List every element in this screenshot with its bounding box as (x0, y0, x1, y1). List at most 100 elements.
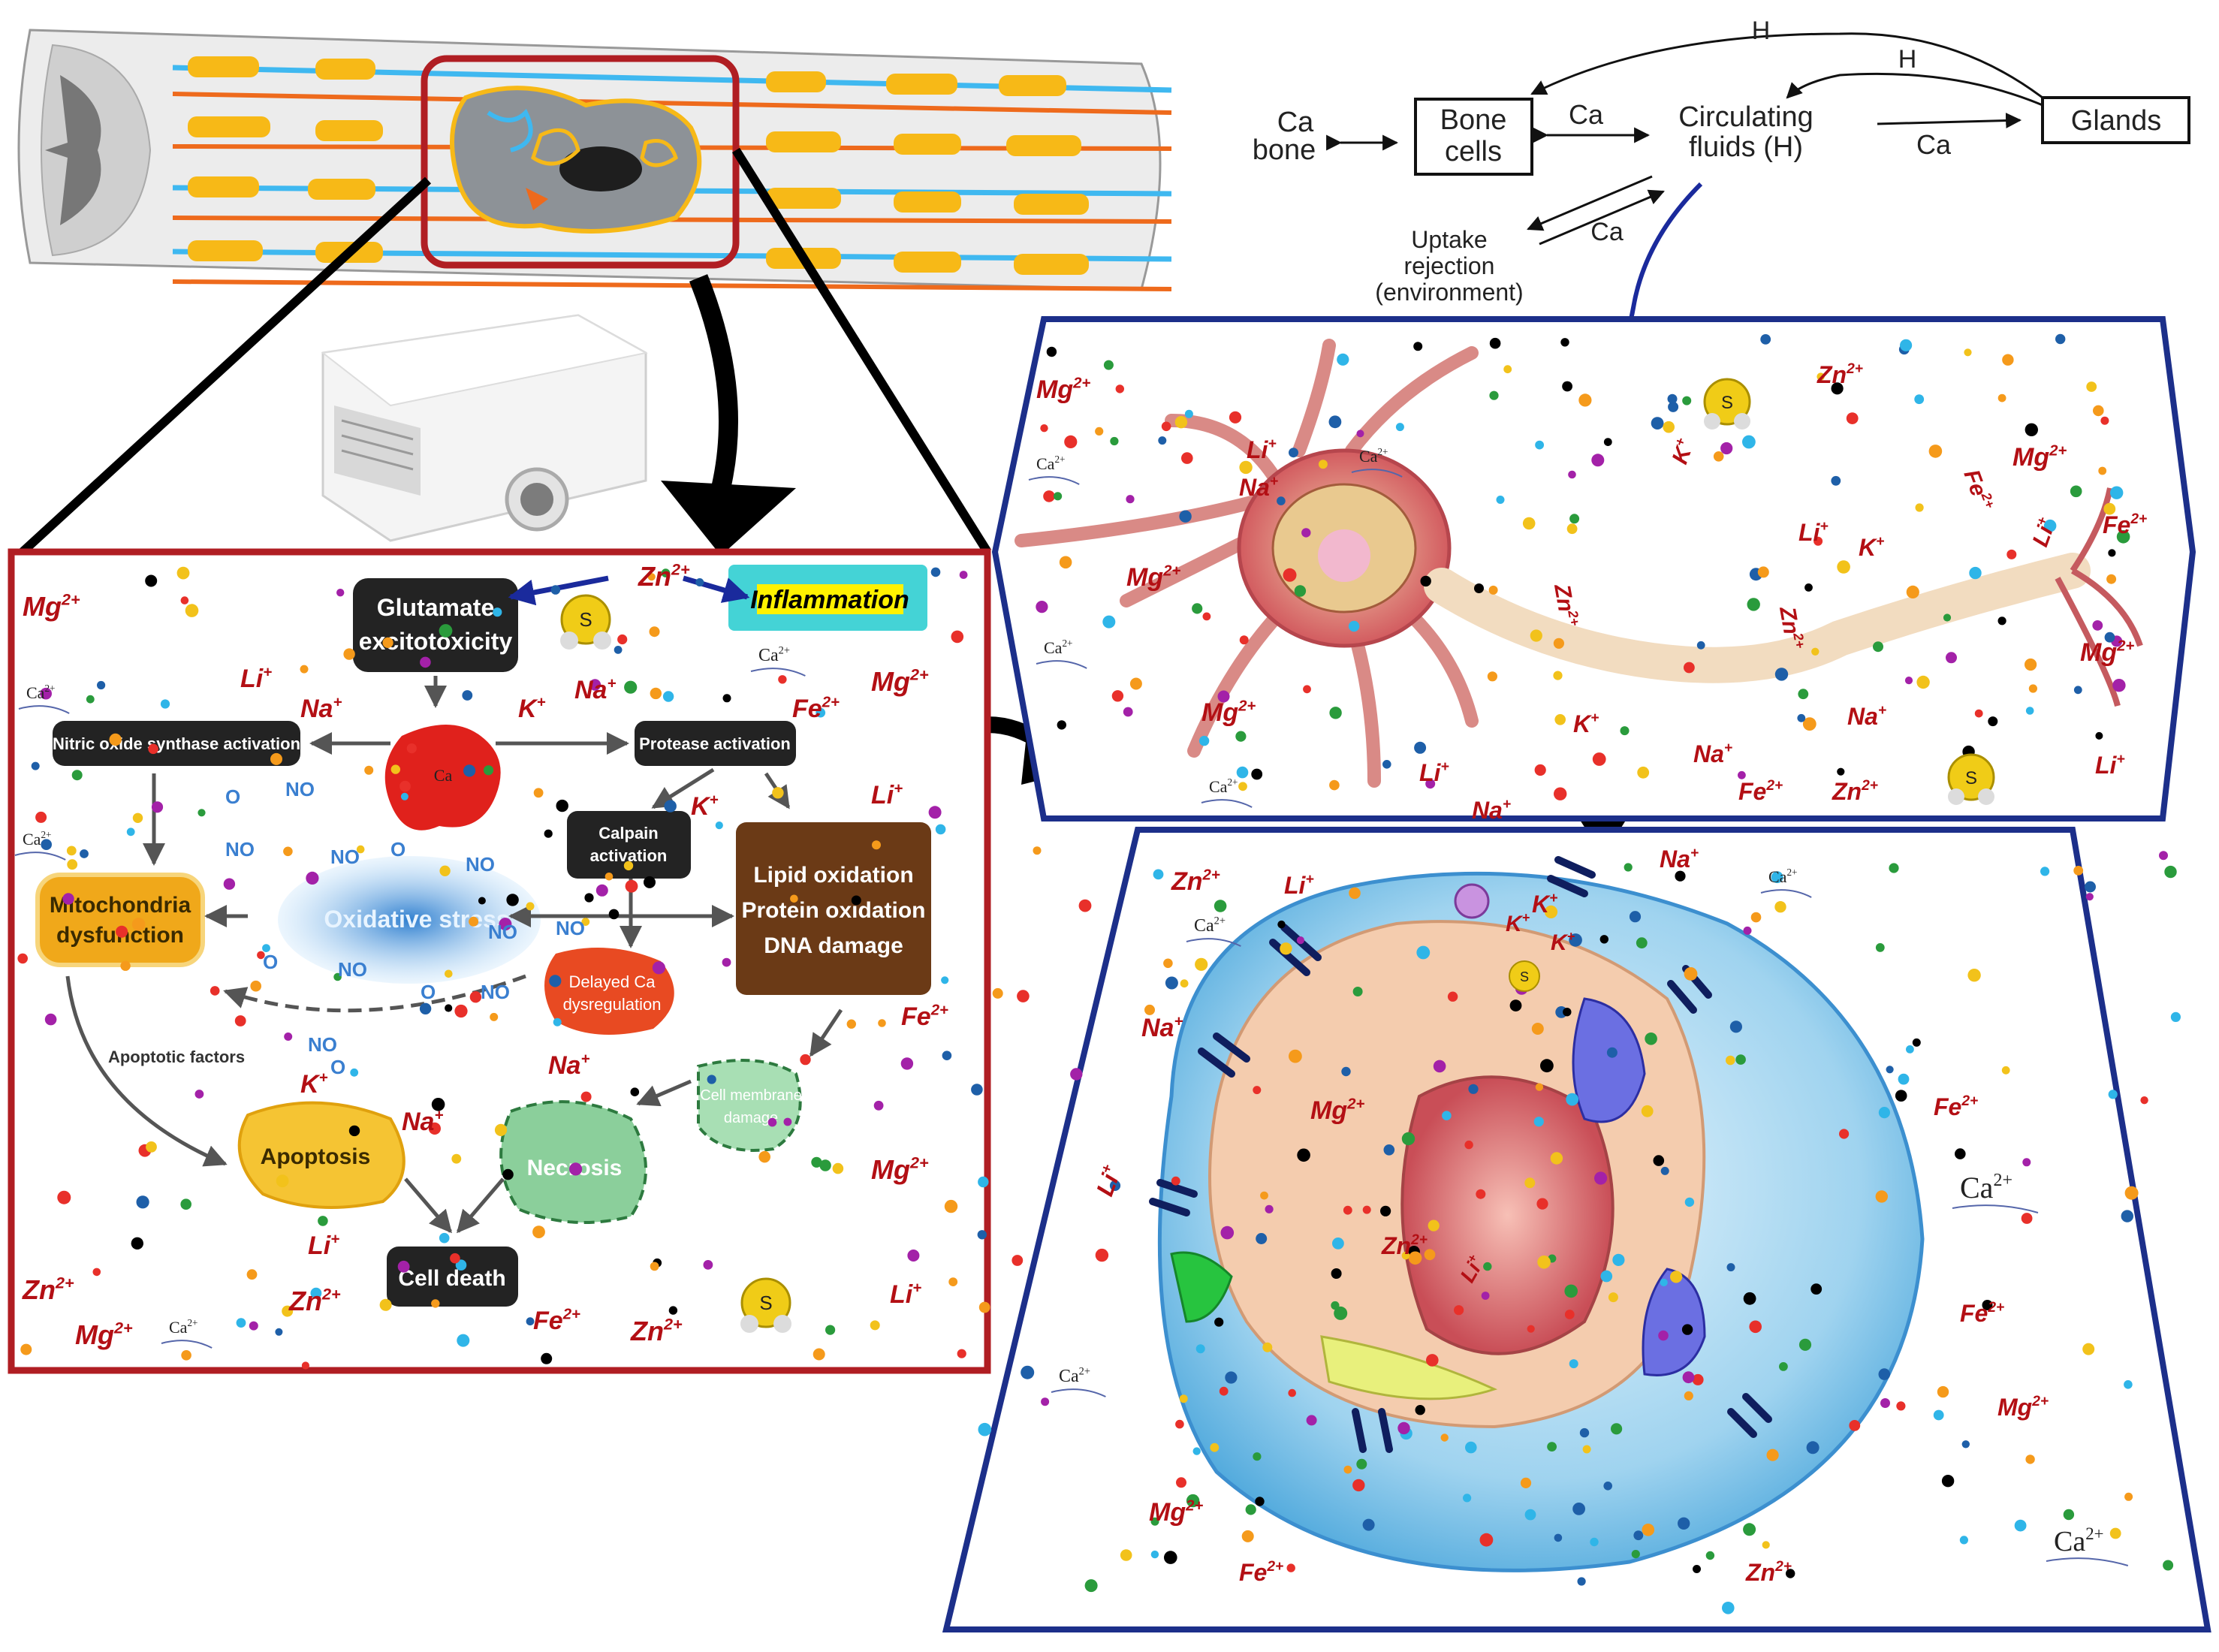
ion-dot (180, 596, 189, 604)
ion-dot (1974, 709, 1983, 718)
ion-dot (1906, 1045, 1914, 1054)
mg-ion-label: Mg2+ (2080, 638, 2134, 667)
ion-dot (1110, 436, 1119, 446)
li-ion-label: Li+ (1798, 519, 1829, 546)
nitric-oxide-box (53, 721, 300, 766)
ion-dot (1277, 496, 1286, 505)
ion-dot (630, 1087, 640, 1096)
ion-dot (1413, 342, 1423, 351)
na-ion-label: Na+ (1472, 797, 1511, 824)
ion-dot (1522, 517, 1536, 530)
ion-dot (1288, 1388, 1296, 1397)
oxidative-cloud (278, 856, 541, 984)
ion-dot (1743, 1292, 1756, 1305)
ion-dot (971, 1084, 983, 1096)
ion-dot (1722, 1602, 1735, 1614)
ion-dot (1150, 1517, 1159, 1526)
ion-dot (1774, 901, 1786, 913)
ion-dot (1239, 460, 1253, 475)
ion-dot (1352, 1479, 1365, 1492)
ion-dot (1914, 394, 1925, 405)
ion-dot (257, 951, 265, 960)
ion-dot (1401, 1251, 1410, 1260)
ca-ion-label: Ca2+ (2054, 1524, 2103, 1557)
ion-dot (2163, 1560, 2174, 1571)
ion-dot (1937, 1385, 1949, 1398)
ion-dot (2170, 1011, 2181, 1022)
o2-label: O (421, 981, 436, 1003)
ion-dot (419, 1002, 432, 1015)
h2s-icon: S (1947, 753, 1995, 805)
na-ion-label: Na+ (300, 694, 342, 723)
ion-dot (1982, 1300, 1993, 1310)
ion-dot (624, 680, 638, 694)
dna-label: DNA damage (764, 933, 903, 958)
ion-dot (2028, 684, 2037, 693)
ion-dot (1349, 887, 1361, 900)
li-ion-label: Li+ (308, 1231, 339, 1260)
k-ion-label: K+ (518, 694, 546, 723)
ion-dot (1481, 1292, 1490, 1300)
ion-dot (116, 925, 128, 938)
ion-dot (1600, 1270, 1613, 1283)
ion-dot (851, 895, 861, 906)
ion-dot (1057, 720, 1067, 730)
ion-dot (1651, 417, 1664, 430)
ion-dot (1762, 1541, 1770, 1549)
ion-dot (439, 1232, 450, 1244)
ion-dot (1846, 412, 1859, 424)
ion-dot (348, 1125, 360, 1137)
ion-dot (1040, 424, 1048, 433)
protease-box (635, 721, 796, 766)
apoptotic-factors-label: Apoptotic factors (108, 1048, 245, 1066)
ion-dot (1415, 1405, 1425, 1415)
ion-dot (1743, 926, 1752, 935)
ion-dot (1660, 1166, 1669, 1175)
ion-dot (1933, 1409, 1944, 1421)
ion-dot (1289, 1049, 1302, 1063)
ion-dot (790, 894, 798, 903)
ion-dot (647, 573, 656, 581)
ion-dot (66, 846, 77, 856)
ion-dot (483, 765, 494, 776)
ion-dot (1786, 1569, 1795, 1578)
ion-dot (1095, 427, 1104, 436)
ion-dot (1747, 598, 1760, 611)
ion-dot (928, 806, 942, 819)
ion-dot (878, 1019, 886, 1027)
ion-dot (1428, 1219, 1440, 1231)
ion-dot (1255, 1497, 1265, 1506)
ion-dot (1524, 1177, 1536, 1189)
ion-dot (1425, 779, 1436, 789)
ion-dot (1283, 568, 1297, 582)
ion-dot (181, 1350, 191, 1361)
ion-dot (549, 975, 562, 987)
ion-dot (2040, 867, 2050, 876)
ion-dot (1174, 416, 1188, 429)
ion-dot (1416, 945, 1431, 960)
svg-text:S: S (1520, 969, 1529, 984)
no-label: NO (481, 981, 510, 1003)
ion-dot (1332, 1237, 1344, 1250)
ion-dot (450, 1253, 460, 1264)
chloroplast-like (1170, 1251, 1233, 1323)
ion-dot (1126, 495, 1135, 504)
fe-ion-label: Fe2+ (1239, 1559, 1283, 1586)
ion-dot (1720, 442, 1733, 455)
mg-ion-label: Mg2+ (871, 665, 929, 697)
ion-dot (397, 1260, 410, 1273)
ion-dot (1158, 436, 1167, 445)
ca-ion-label: Ca2+ (1059, 1365, 1090, 1386)
ion-dot (1817, 372, 1825, 381)
o2-label: O (390, 838, 406, 861)
ion-dot (1831, 475, 1841, 486)
protein-label: Protein oxidation (741, 898, 925, 923)
ion-dot (1572, 1503, 1586, 1515)
ion-dot (210, 986, 220, 996)
ion-dot (1256, 1233, 1268, 1244)
ion-dot (1562, 381, 1573, 392)
ion-dot (1779, 1362, 1788, 1371)
ion-dot (1070, 1068, 1083, 1081)
zn-ion-label: Zn2+ (1171, 867, 1220, 896)
na-ion-label: Na+ (1141, 1013, 1183, 1042)
